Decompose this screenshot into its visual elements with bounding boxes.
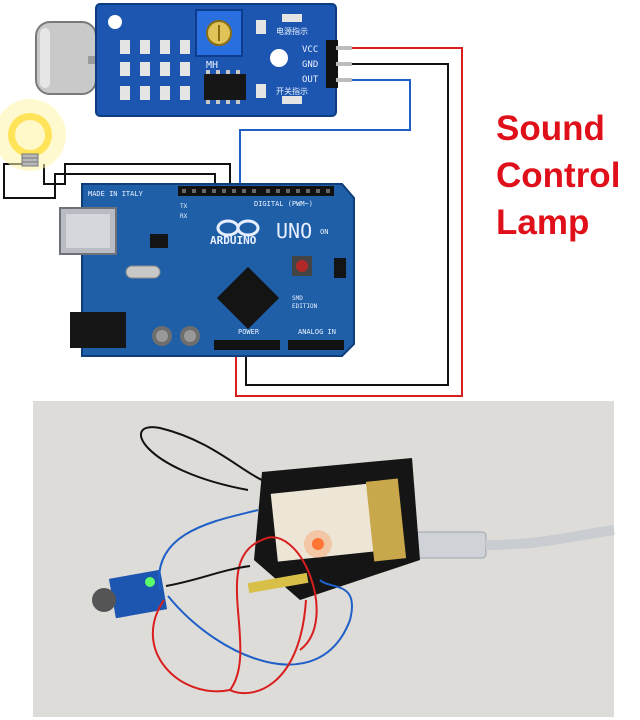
made-in-text: MADE IN ITALY [88, 190, 144, 198]
rx-label: RX [180, 213, 188, 220]
edition-label: EDITION [292, 303, 318, 310]
pin-label-gnd: GND [302, 60, 318, 70]
analog-header-label: ANALOG IN [298, 328, 336, 336]
smd-label: SMD [292, 295, 303, 302]
microphone-icon [35, 21, 114, 95]
wire-out-blue [239, 79, 411, 190]
schematic-wires [3, 47, 463, 397]
title-line-lamp: Lamp [496, 203, 590, 242]
light-bulb-icon [0, 99, 66, 171]
title-line-sound: Sound [496, 109, 605, 148]
module-chip-label: MH [206, 60, 218, 71]
arduino-brand-text: ARDUINO [210, 234, 257, 247]
sound-sensor-module: MH 电源指示 开关指示 VCC GND OUT [35, 3, 352, 117]
power-header-label: POWER [238, 328, 260, 336]
module-indicator-power: 电源指示 [276, 26, 308, 36]
module-indicator-switch: 开关指示 [276, 86, 308, 96]
wire-vcc-red [235, 47, 463, 397]
power-jack [70, 312, 126, 348]
arduino-infinity-logo [216, 219, 260, 237]
tx-label: TX [180, 203, 188, 210]
pin-label-vcc: VCC [302, 45, 318, 55]
wire-gnd-black [245, 63, 449, 386]
title-line-control: Control [496, 156, 621, 195]
breadboard-photo [33, 401, 615, 717]
digital-header-label: DIGITAL (PWM~) [254, 200, 313, 208]
arduino-model-text: UNO [276, 219, 312, 243]
arduino-uno-board: ARDUINO UNO MADE IN ITALY DIGITAL (PWM~)… [59, 183, 355, 357]
wire-lamp-black [3, 163, 231, 199]
pin-label-out: OUT [302, 75, 319, 85]
on-label: ON [320, 228, 328, 236]
